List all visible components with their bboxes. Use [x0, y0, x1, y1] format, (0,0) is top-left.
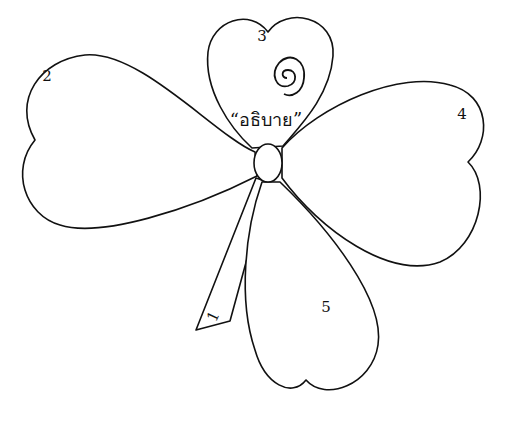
spiral-symbol: [275, 58, 305, 96]
annotation-text: “อธิบาย”: [230, 111, 302, 129]
flower-center: [254, 144, 282, 182]
callout-number: 3: [257, 29, 267, 44]
callout-number: 5: [321, 300, 331, 315]
callout-number: 4: [457, 107, 467, 122]
petal: [245, 182, 378, 390]
callout-number: 2: [42, 69, 52, 84]
petal: [208, 18, 334, 148]
